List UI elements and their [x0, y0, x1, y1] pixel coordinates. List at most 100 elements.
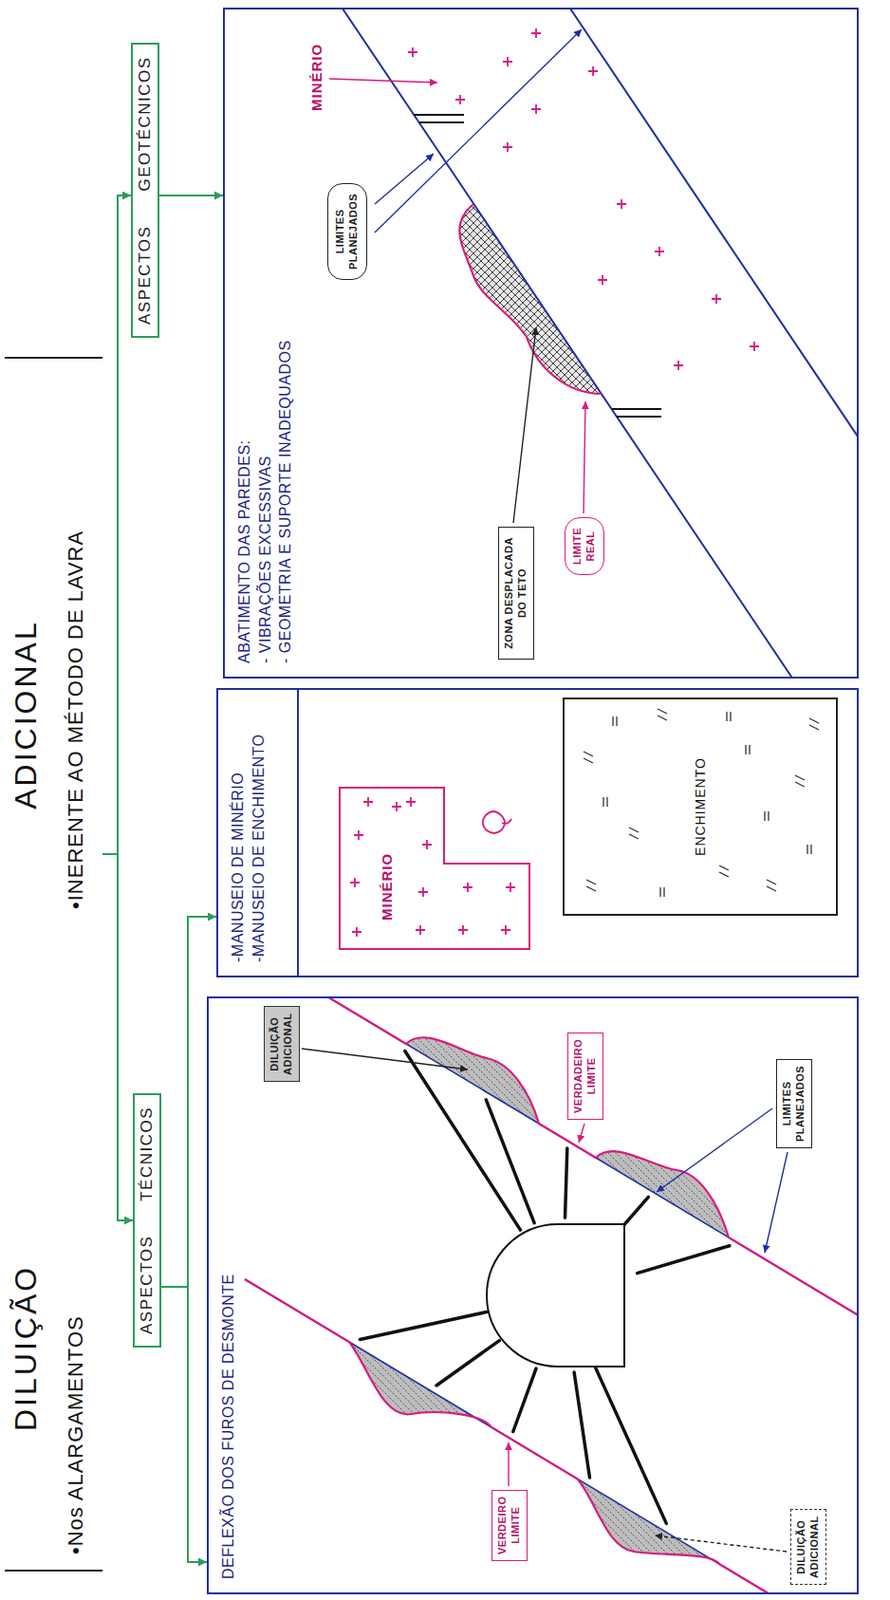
ore-plus: [407, 28, 760, 371]
ore-plus: [353, 830, 364, 840]
ore-plus: [711, 294, 722, 304]
blast-hole: [485, 1099, 535, 1224]
tree-connector: [161, 1286, 207, 1562]
leader-line: [578, 1123, 585, 1143]
node-text: LIMITE REAL: [571, 527, 598, 565]
node-text: VERDEIRO LIMITE: [496, 1496, 523, 1555]
leader-line: [374, 29, 582, 233]
blast-hole: [359, 1312, 487, 1340]
leader-line: [654, 1535, 787, 1552]
ore-plus: [531, 28, 541, 38]
part-label: MINÉRIO: [308, 43, 325, 112]
blast-hole: [359, 1051, 730, 1524]
ore-plus: [673, 360, 684, 371]
blast-hole: [637, 1245, 730, 1274]
true-limit: [244, 996, 859, 1595]
node-text: DILUIÇÃO ADICIONAL: [795, 1515, 822, 1578]
fill-mark: [657, 708, 668, 721]
sketch-panel: -MANUSEIO DE MINÉRIO-MANUSEIO DE ENCHIME…: [216, 687, 859, 978]
leader-line: [656, 1108, 773, 1192]
slough-section: [329, 7, 859, 679]
node-text: DEFLEXÃO DOS FUROS DE DESMONTE: [218, 1011, 240, 1579]
ore-plus: [505, 882, 516, 892]
ore-plus: [415, 925, 426, 935]
ore-plus: [406, 797, 416, 807]
node-text: -MANUSEIO DE ENCHIMENTO: [248, 703, 270, 963]
fill-mark: [719, 865, 729, 877]
fill-mark: [745, 744, 750, 755]
leader-line: [301, 1048, 468, 1070]
divider-line: [296, 687, 299, 978]
fill-mark: [603, 797, 608, 807]
node-text: ASPECTOS TÉCNICOS: [137, 1106, 157, 1335]
node-text: -MANUSEIO DE MINÉRIO: [227, 703, 249, 963]
ore-plus: [391, 801, 402, 812]
category-box: ASPECTOS GEOTÉCNICOS: [130, 42, 160, 338]
ore-outline: [339, 787, 530, 949]
node-text: VERDADEIRO LIMITE: [572, 1038, 599, 1113]
ore-plus: [363, 797, 373, 807]
fill-mark: [764, 811, 769, 821]
node-text: ZONA DESPLACADA DO TETO: [502, 533, 530, 653]
ore-fragment: [482, 811, 512, 834]
node-text: LIMITES PLANEJADOS: [780, 1065, 808, 1142]
category-box: ASPECTOS TÉCNICOS: [132, 1093, 162, 1348]
ore-plus: [422, 839, 432, 850]
blast-hole: [565, 1148, 568, 1218]
fill-mark: [583, 751, 594, 763]
tree-connector: [102, 853, 133, 1221]
ore-plus: [588, 66, 598, 76]
sketch-panel: DEFLEXÃO DOS FUROS DE DESMONTE VERDEIRO L…: [206, 996, 859, 1595]
ore-plus: [352, 927, 362, 937]
slough-zone: [459, 203, 602, 394]
ore-block: MINÉRIO: [339, 787, 530, 949]
callout-cloud: LIMITE REAL: [564, 517, 605, 575]
title-text: DILUIÇÃO ADICIONAL: [8, 619, 44, 1431]
callout-box: ZONA DESPLACADA DO TETO: [498, 526, 535, 660]
leader-line: [329, 29, 586, 523]
ore-plus: [455, 94, 465, 105]
fill-mark: [809, 718, 819, 730]
ore-plus: [458, 925, 468, 935]
leader-line: [507, 1442, 509, 1486]
callout-box: LIMITES PLANEJADOS: [776, 1058, 813, 1149]
callout-box: DILUIÇÃO ADICIONAL: [263, 1005, 300, 1082]
node-text: ASPECTOS GEOTÉCNICOS: [135, 55, 155, 325]
callout-box: VERDEIRO LIMITE: [491, 1489, 528, 1561]
blast-hole: [574, 1372, 590, 1478]
drift-stub: [611, 408, 662, 417]
dilution-zone: [349, 1037, 729, 1564]
tree-connector: [159, 194, 223, 197]
ore-plus: [350, 877, 360, 888]
drift-stub: [413, 114, 464, 123]
fill-mark: [586, 879, 596, 891]
planned-limit: [244, 996, 859, 1595]
fill-mark: [766, 879, 777, 891]
node-text: DILUIÇÃO ADICIONAL: [268, 1012, 296, 1076]
blast-hole: [436, 1340, 500, 1386]
leader-line: [513, 327, 537, 523]
planned-limit: [569, 7, 859, 438]
leader-line: [583, 401, 586, 514]
ore-plus: [749, 341, 760, 352]
ore-plus: [418, 887, 428, 897]
node-text: LIMITES PLANEJADOS: [333, 193, 361, 270]
fill-block: ENCHIMENTO: [562, 697, 838, 916]
node-text: ABATIMENTO DAS PAREDES:: [234, 22, 256, 664]
title-box: DILUIÇÃO ADICIONAL•Nos ALARGAMENTOS•INER…: [4, 356, 103, 1572]
ore-outline: [339, 787, 530, 949]
fill-mark: [660, 887, 665, 897]
ore-plus: [597, 275, 608, 285]
title-text: •Nos ALARGAMENTOS: [63, 1315, 89, 1555]
callout-box: DILUIÇÃO ADICIONAL: [790, 1508, 827, 1585]
drift-section: [486, 1223, 625, 1367]
tree-connector: [102, 195, 131, 854]
node-text: MINÉRIO: [377, 787, 397, 921]
ore-plus: [350, 797, 516, 937]
node-text: ENCHIMENTO: [691, 757, 710, 856]
fill-mark: [726, 711, 731, 722]
fill-mark: [795, 775, 805, 787]
ore-plus: [531, 104, 541, 114]
